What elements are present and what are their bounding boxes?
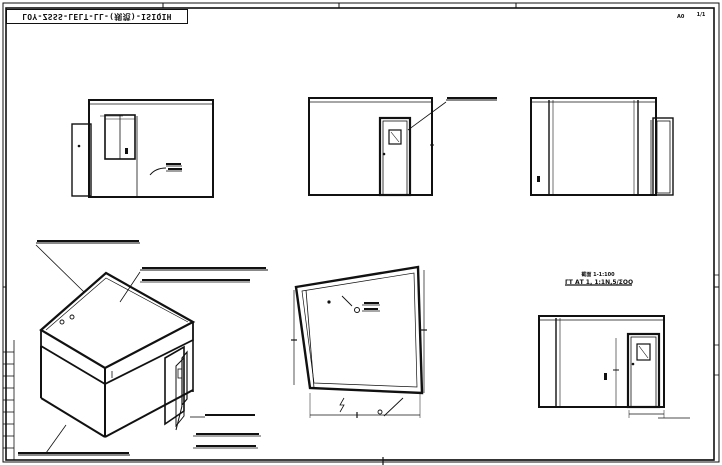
section-view — [538, 284, 690, 419]
front-elevation-view — [71, 99, 214, 198]
scale-note: ΓΤ ΑΤ 1, 1:1Ν,5/ΣΟΟ — [565, 279, 633, 286]
door-side-view — [308, 97, 497, 197]
sheet-number: 1/1 — [696, 12, 706, 18]
revision-mark: A0 — [677, 14, 685, 20]
isometric-view — [18, 242, 268, 456]
right-margin-marks — [714, 274, 719, 376]
section-label: 截面 1-1:100 — [581, 271, 615, 278]
bottom-title-strip — [382, 457, 714, 465]
drawing-title-block: LOY-ZSSS-LELT-LL-(规范)-ISIQIH — [6, 9, 188, 24]
border-ticks — [3, 3, 719, 288]
right-side-view — [530, 97, 674, 196]
top-plan-view — [291, 265, 427, 418]
revision-strip — [3, 340, 15, 460]
annotation-text-blocks — [18, 97, 497, 454]
inner-border — [5, 7, 715, 461]
